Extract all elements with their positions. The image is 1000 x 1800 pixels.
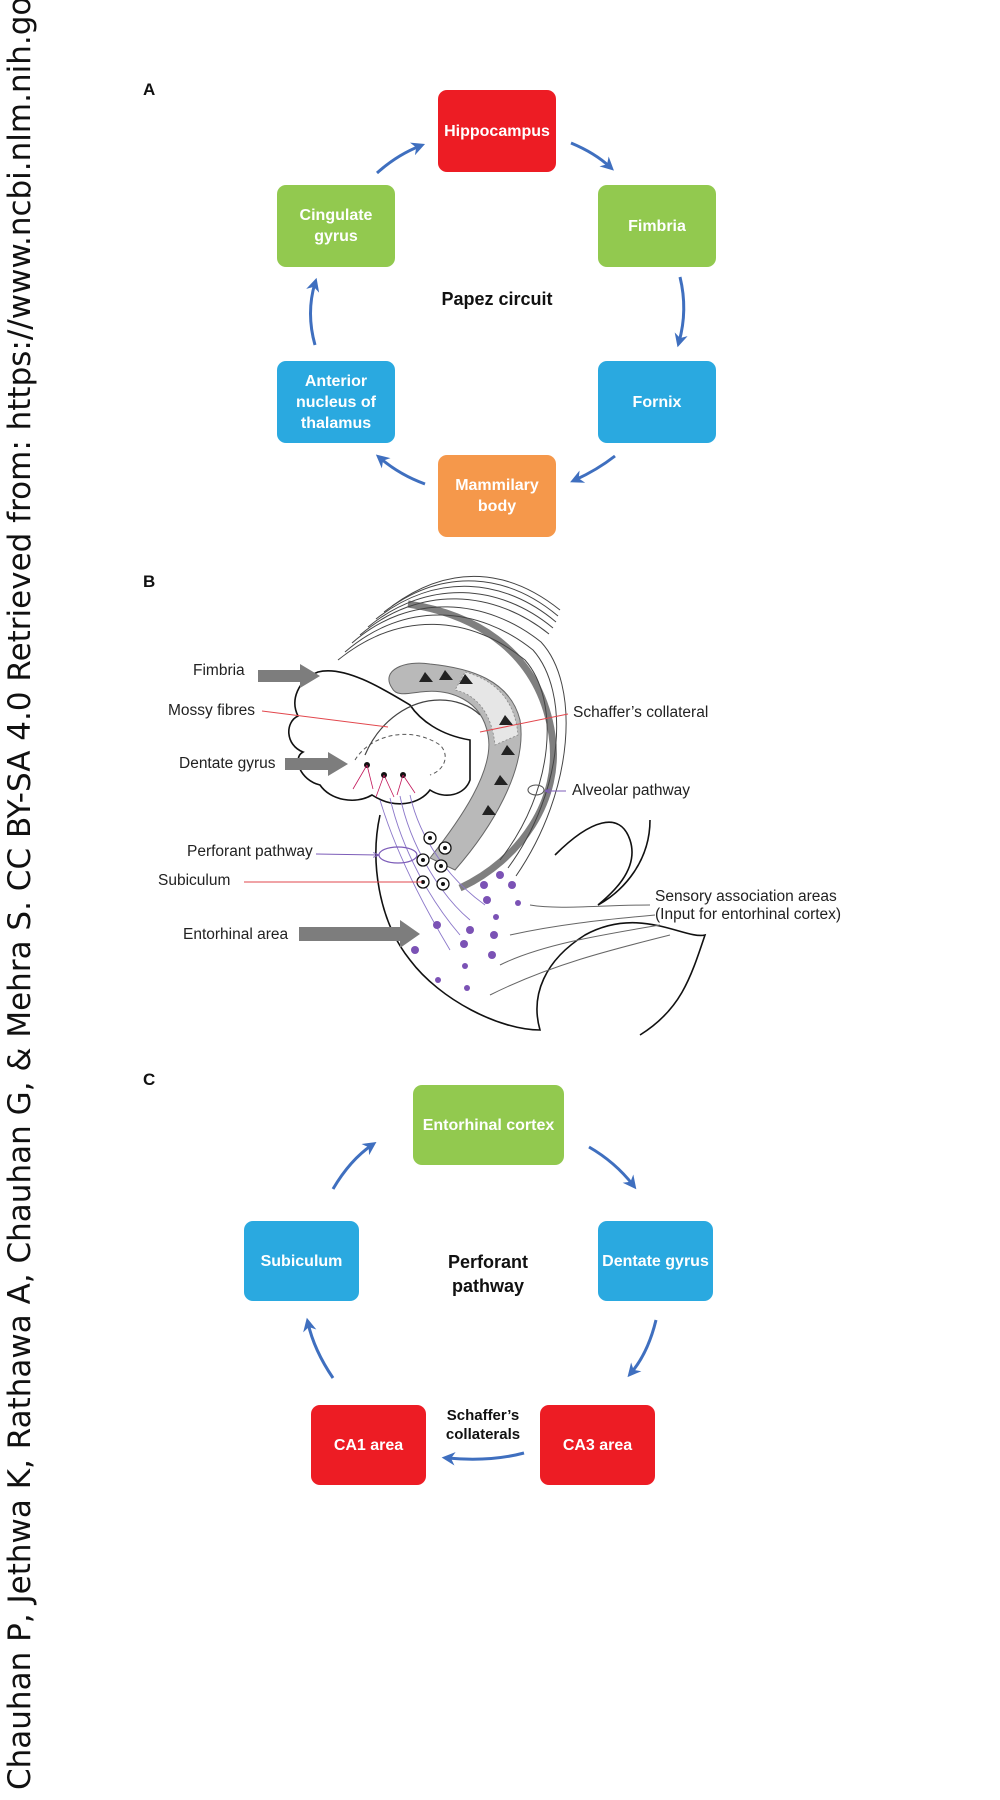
alveolar-pathway-ellipse xyxy=(527,784,545,796)
fimbria-pointer-arrow xyxy=(258,664,320,688)
node-ca1-area: CA1 area xyxy=(311,1405,426,1485)
arrow-ca3-to-ca1 xyxy=(441,1451,525,1466)
node-mammilary-body: Mammilary body xyxy=(438,455,556,537)
arrow-cingulate-to-hippocampus xyxy=(375,142,426,175)
fimbria-fibres xyxy=(337,575,567,877)
leader-lines xyxy=(244,710,569,883)
dentate-gyrus-pointer-arrow xyxy=(285,752,348,776)
entorhinal-pointer-arrow xyxy=(299,920,420,948)
label-input-for-entorhinal-cortex: (Input for entorhinal cortex) xyxy=(655,906,842,923)
label-schaffers-collateral: Schaffer’s collateral xyxy=(573,704,709,721)
arrow-hippocampus-to-fimbria xyxy=(570,141,614,171)
perforant-fibres xyxy=(379,794,486,951)
granule-cells xyxy=(352,762,416,798)
arrow-fornix-to-mammilary xyxy=(570,454,616,483)
ca-dotted-region xyxy=(454,671,519,746)
arrow-anterior-to-cingulate xyxy=(306,277,320,346)
label-fimbria: Fimbria xyxy=(193,662,245,679)
mossy-fibre-trunk xyxy=(364,699,481,756)
arrow-ca1-to-subiculum xyxy=(303,1317,335,1379)
node-subiculum: Subiculum xyxy=(244,1221,359,1301)
panel-a-letter: A xyxy=(143,80,156,99)
arrow-dentate-to-ca3 xyxy=(627,1319,658,1378)
schaffers-label-line2: collaterals xyxy=(445,1426,521,1443)
subiculum-curve xyxy=(554,819,651,906)
label-perforant-pathway: Perforant pathway xyxy=(187,843,313,860)
label-mossy-fibres: Mossy fibres xyxy=(168,702,255,719)
node-dentate-gyrus: Dentate gyrus xyxy=(598,1221,713,1301)
node-fimbria: Fimbria xyxy=(598,185,716,267)
perforant-title-line1: Perforant xyxy=(447,1252,528,1272)
node-entorhinal-cortex: Entorhinal cortex xyxy=(413,1085,564,1165)
papez-circuit-title: Papez circuit xyxy=(441,289,553,309)
schaffers-label-line1: Schaffer’s xyxy=(446,1407,520,1424)
label-dentate-gyrus: Dentate gyrus xyxy=(179,755,276,772)
perforant-title-line2: pathway xyxy=(451,1276,525,1296)
label-alveolar-pathway: Alveolar pathway xyxy=(572,782,691,799)
panel-b-letter: B xyxy=(143,572,156,591)
subiculum-cell-nuclei xyxy=(421,836,447,886)
schaffers-collaterals-label: Schaffer’s collaterals xyxy=(428,1406,538,1444)
node-cingulate-gyrus: Cingulate gyrus xyxy=(277,185,395,267)
pointer-arrows xyxy=(258,664,420,948)
label-sensory-association-areas: Sensory association areas xyxy=(655,888,837,905)
panel-c-letter: C xyxy=(143,1070,156,1089)
entorhinal-cells xyxy=(411,871,521,991)
sensory-input-fibres xyxy=(489,904,671,996)
node-hippocampus: Hippocampus xyxy=(438,90,556,172)
label-entorhinal-area: Entorhinal area xyxy=(183,926,289,943)
alveus-band xyxy=(407,600,557,892)
arrow-mammilary-to-anterior xyxy=(375,454,426,486)
arrow-subiculum-to-entorhinal xyxy=(331,1141,377,1190)
perforant-pathway-title: Perforant pathway xyxy=(418,1250,558,1298)
pyramidal-cells xyxy=(419,670,515,815)
node-ca3-area: CA3 area xyxy=(540,1405,655,1485)
arrow-fimbria-to-fornix xyxy=(674,276,688,348)
label-subiculum: Subiculum xyxy=(158,872,231,889)
node-fornix: Fornix xyxy=(598,361,716,443)
arrow-entorhinal-to-dentate xyxy=(588,1145,637,1190)
node-anterior-nucleus-thalamus: Anterior nucleus of thalamus xyxy=(277,361,395,443)
